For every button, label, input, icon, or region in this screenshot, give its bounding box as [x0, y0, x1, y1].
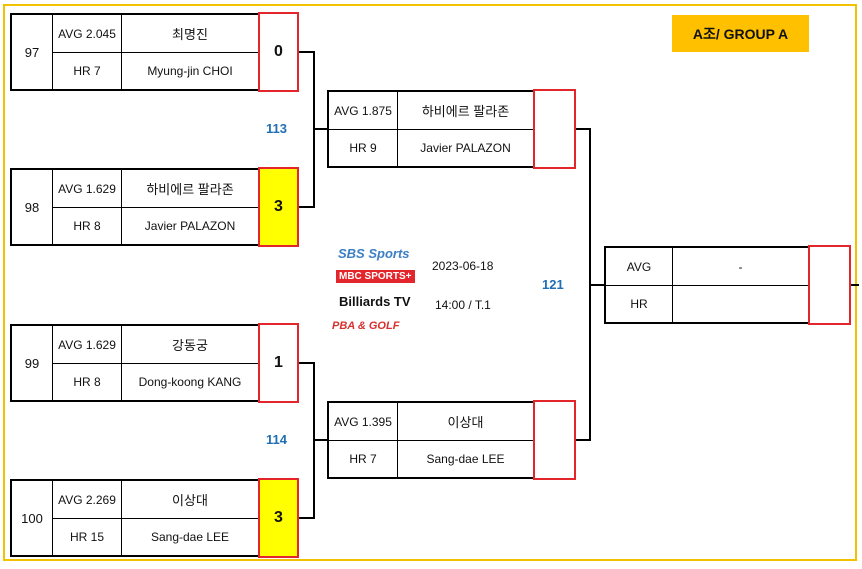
- player-name-en: Javier PALAZON: [420, 141, 511, 155]
- connector: [851, 284, 859, 286]
- player-avg: AVG 1.875: [334, 103, 392, 118]
- player-hr: HR 8: [73, 375, 101, 389]
- player-box-100: 100 AVG 2.269 이상대 HR 15 Sang-dae LEE: [10, 479, 260, 557]
- connector: [299, 206, 314, 208]
- connector: [299, 362, 314, 364]
- player-name-kr: 최명진: [172, 27, 208, 42]
- pba-golf-logo: PBA & GOLF: [332, 320, 400, 332]
- match-time-table: 14:00 / T.1: [435, 298, 491, 312]
- player-name-en: Sang-dae LEE: [426, 452, 505, 466]
- player-hr: HR 7: [73, 64, 101, 78]
- match-number: 99: [24, 355, 40, 371]
- player-avg: AVG 2.045: [58, 26, 116, 41]
- semifinal-box-2: AVG 1.395 이상대 HR 7 Sang-dae LEE: [327, 401, 535, 479]
- final-avg: AVG: [626, 259, 652, 274]
- player-name-kr: 이상대: [447, 415, 484, 430]
- sbs-sports-logo: SBS Sports: [338, 246, 410, 261]
- final-name: -: [738, 259, 743, 274]
- score-final: [808, 245, 851, 325]
- player-hr: HR 7: [349, 452, 377, 466]
- player-avg: AVG 2.269: [58, 492, 116, 507]
- player-name-kr: 하비에르 팔라존: [421, 104, 510, 119]
- group-label: A조/ GROUP A: [672, 15, 809, 52]
- match-number-113: 113: [266, 121, 287, 136]
- player-name-kr: 강동궁: [172, 338, 208, 353]
- player-avg: AVG 1.629: [58, 337, 116, 352]
- final-hr: HR: [630, 297, 648, 311]
- player-name-kr: 하비에르 팔라존: [146, 182, 234, 197]
- connector: [313, 128, 328, 130]
- connector: [299, 51, 314, 53]
- connector: [589, 284, 605, 286]
- player-box-99: 99 AVG 1.629 강동궁 HR 8 Dong-koong KANG: [10, 324, 260, 402]
- semifinal-box-1: AVG 1.875 하비에르 팔라존 HR 9 Javier PALAZON: [327, 90, 535, 168]
- connector: [576, 128, 590, 130]
- player-hr: HR 15: [69, 530, 104, 544]
- player-name-en: Sang-dae LEE: [150, 530, 230, 544]
- player-name-en: Dong-koong KANG: [138, 375, 242, 389]
- player-avg: AVG 1.395: [334, 414, 392, 429]
- connector: [313, 439, 328, 441]
- score-100: 3: [258, 478, 299, 558]
- match-number: 97: [24, 44, 40, 60]
- final-box: AVG - HR: [604, 246, 810, 324]
- match-number: 98: [24, 199, 40, 215]
- player-box-98: 98 AVG 1.629 하비에르 팔라존 HR 8 Javier PALAZO…: [10, 168, 260, 246]
- match-number-114: 114: [266, 432, 287, 447]
- score-97: 0: [258, 12, 299, 92]
- bracket-frame: [3, 4, 857, 561]
- mbc-sports-logo: MBC SPORTS+: [336, 270, 415, 283]
- score-semifinal-1: [533, 89, 576, 169]
- player-hr: HR 9: [349, 141, 377, 155]
- player-name-kr: 이상대: [172, 493, 208, 508]
- connector: [299, 517, 314, 519]
- score-semifinal-2: [533, 400, 576, 480]
- player-name-en: Javier PALAZON: [144, 219, 236, 233]
- score-99: 1: [258, 323, 299, 403]
- connector: [576, 439, 590, 441]
- player-avg: AVG 1.629: [58, 181, 116, 196]
- score-98: 3: [258, 167, 299, 247]
- player-name-en: Myung-jin CHOI: [147, 64, 233, 78]
- player-box-97: 97 AVG 2.045 최명진 HR 7 Myung-jin CHOI: [10, 13, 260, 91]
- match-date: 2023-06-18: [432, 259, 494, 273]
- match-number: 100: [21, 510, 43, 526]
- billiards-tv-logo: Billiards TV: [339, 294, 411, 309]
- match-number-121: 121: [542, 277, 564, 292]
- player-hr: HR 8: [73, 219, 101, 233]
